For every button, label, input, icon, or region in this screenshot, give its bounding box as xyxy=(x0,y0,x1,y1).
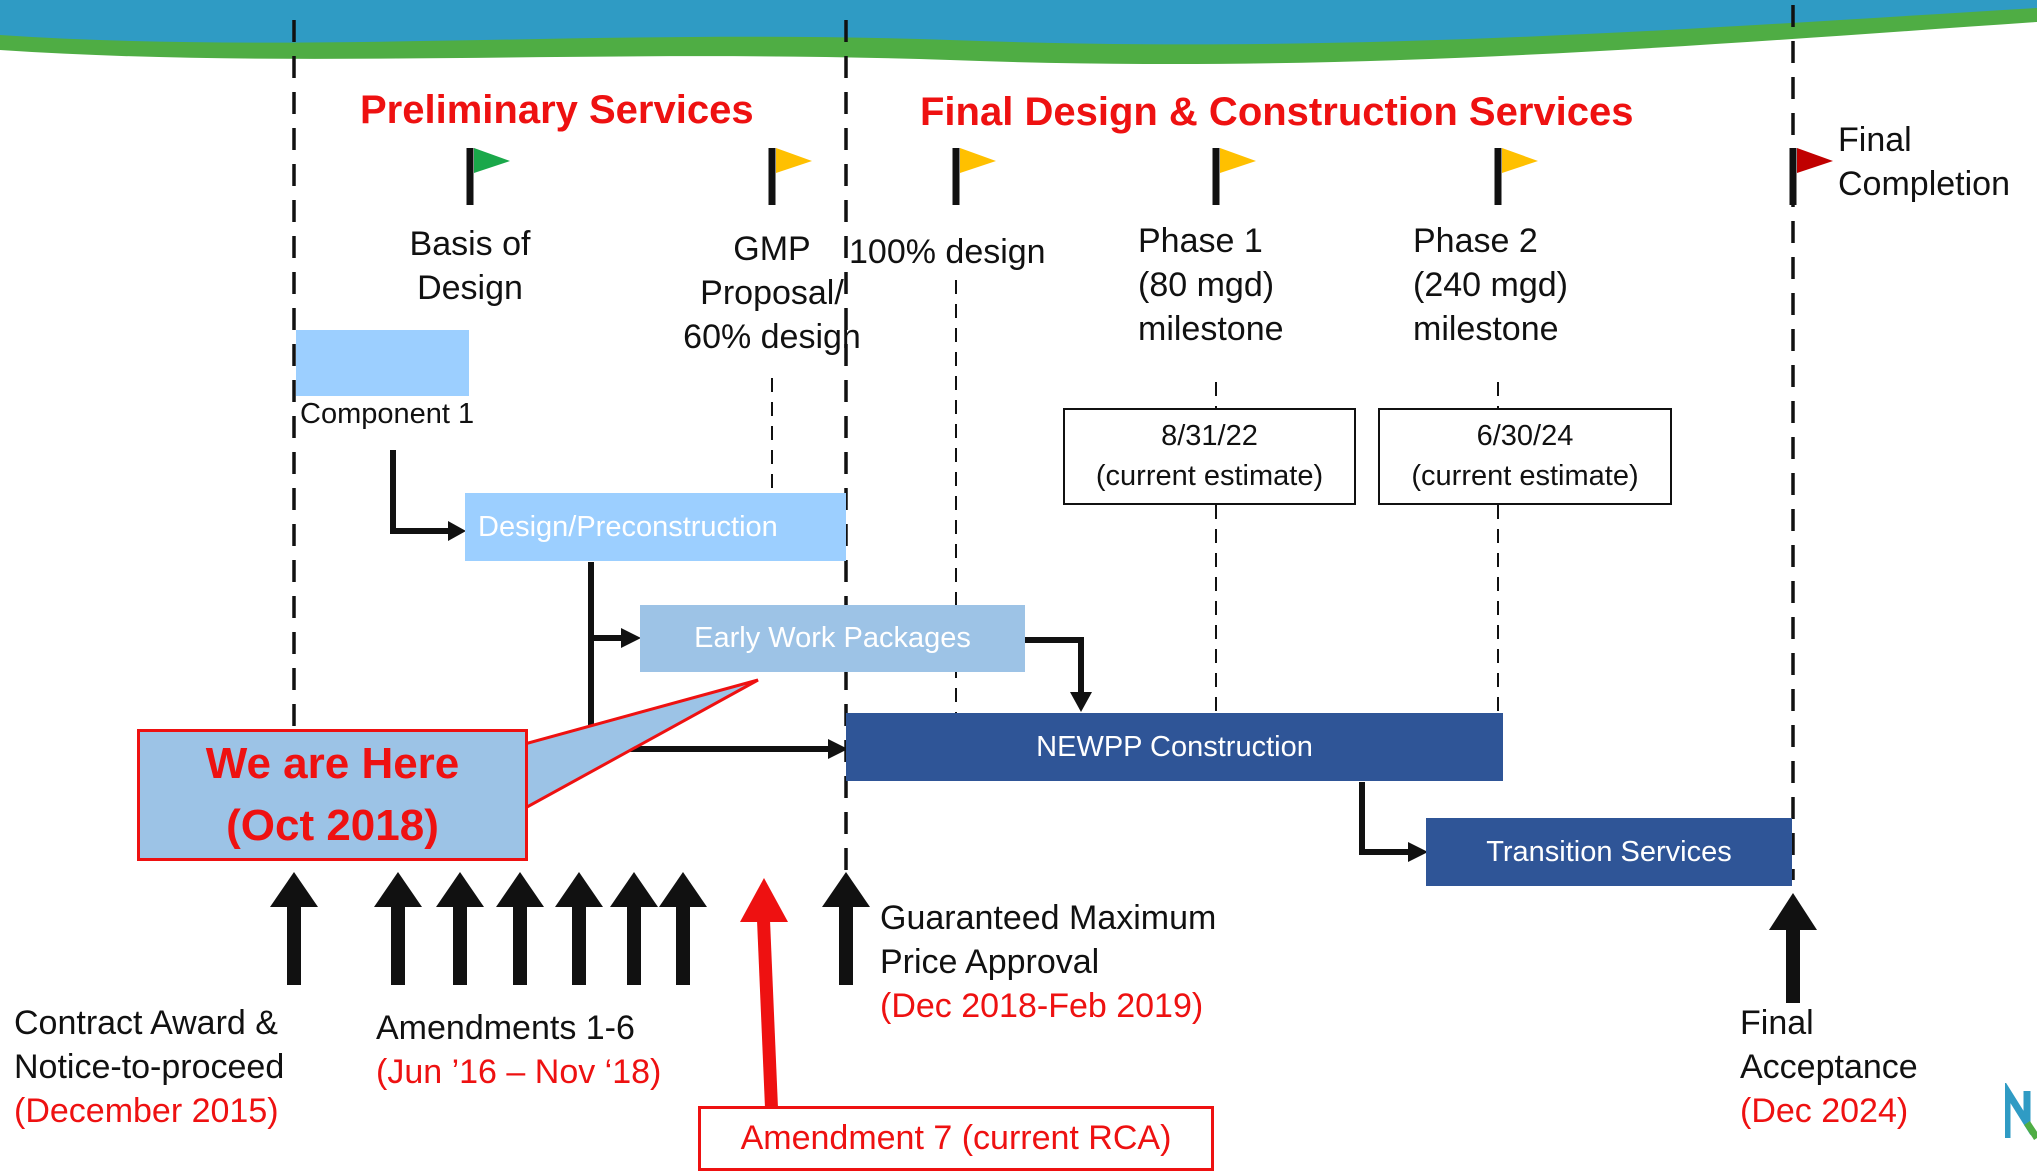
design-label: Design/Preconstruction xyxy=(478,510,778,543)
we-are-here-callout: We are Here (Oct 2018) xyxy=(137,729,528,861)
flag-final xyxy=(1789,148,1833,205)
milestone-final-label: Final Completion xyxy=(1838,121,2010,203)
milestone-100-label: 100% design xyxy=(849,233,1046,271)
amendment-arrow-6 xyxy=(659,872,707,985)
final-label: Final Acceptance xyxy=(1740,1004,1918,1086)
gmp-date: (Dec 2018-Feb 2019) xyxy=(880,987,1204,1025)
amendments-date: (Jun ’16 – Nov ‘18) xyxy=(376,1053,662,1091)
milestone-phase1-label: Phase 1 (80 mgd) milestone xyxy=(1138,222,1284,348)
phase2-estimate: 6/30/24 (current estimate) xyxy=(1378,408,1672,505)
connector-early-construction xyxy=(1025,637,1084,694)
event-arrows xyxy=(270,872,1817,1003)
newpp-construction-bar: NEWPP Construction xyxy=(846,713,1503,781)
gmp-label: Guaranteed Maximum Price Approval xyxy=(880,899,1217,981)
phase1-estimate: 8/31/22 (current estimate) xyxy=(1063,408,1356,505)
flag-basis xyxy=(466,148,510,205)
milestone-gmp-label: GMP Proposal/ 60% design xyxy=(683,230,861,356)
amendment-arrow-5 xyxy=(610,872,658,985)
design-preconstruction-bar: Design/Preconstruction xyxy=(465,493,846,561)
gmp-event: Guaranteed Maximum Price Approval (Dec 2… xyxy=(880,896,1216,1028)
contract-arrow xyxy=(270,872,318,985)
transition-label: Transition Services xyxy=(1486,835,1732,868)
final-date: (Dec 2024) xyxy=(1740,1092,1909,1130)
callout-line2: (Oct 2018) xyxy=(226,801,439,850)
contract-event: Contract Award & Notice-to-proceed (Dece… xyxy=(14,1001,284,1133)
milestone-phase2-label: Phase 2 (240 mgd) milestone xyxy=(1413,222,1568,348)
component1-label: Component 1 xyxy=(300,398,475,430)
milestone-basis-label: Basis of Design xyxy=(409,225,531,307)
component1-bar xyxy=(296,330,469,396)
amendment7-arrow xyxy=(740,878,788,1108)
amendments-label: Amendments 1-6 xyxy=(376,1009,635,1047)
flag-gmp xyxy=(768,148,812,205)
flag-phase1 xyxy=(1212,148,1256,205)
contract-date: (December 2015) xyxy=(14,1092,279,1130)
gmp-arrow xyxy=(822,872,870,985)
construction-label: NEWPP Construction xyxy=(1036,730,1313,763)
early-work-bar: Early Work Packages xyxy=(640,605,1025,672)
flag-100 xyxy=(952,148,996,205)
header-final: Final Design & Construction Services xyxy=(920,90,1634,134)
amendment-arrow-4 xyxy=(555,872,603,985)
flag-phase2 xyxy=(1494,148,1538,205)
amendment-arrow-3 xyxy=(496,872,544,985)
connector-construction-transition xyxy=(1359,782,1410,855)
callout-line1: We are Here xyxy=(205,739,460,788)
connector-component-design xyxy=(390,450,450,534)
amendment-arrow-1 xyxy=(374,872,422,985)
amendment7-box: Amendment 7 (current RCA) xyxy=(698,1106,1214,1171)
contract-label: Contract Award & Notice-to-proceed xyxy=(14,1004,285,1086)
amendments-event: Amendments 1-6 (Jun ’16 – Nov ‘18) xyxy=(376,1006,661,1094)
final-event: Final Acceptance (Dec 2024) xyxy=(1740,1001,1918,1133)
amendment-arrow-2 xyxy=(436,872,484,985)
header-preliminary: Preliminary Services xyxy=(360,88,754,132)
early-label: Early Work Packages xyxy=(694,622,971,654)
logo-icon xyxy=(2005,1083,2037,1140)
header-wave xyxy=(0,0,2037,65)
wave-blue xyxy=(0,0,2037,45)
transition-services-bar: Transition Services xyxy=(1426,818,1792,886)
final-arrow xyxy=(1769,893,1817,1003)
